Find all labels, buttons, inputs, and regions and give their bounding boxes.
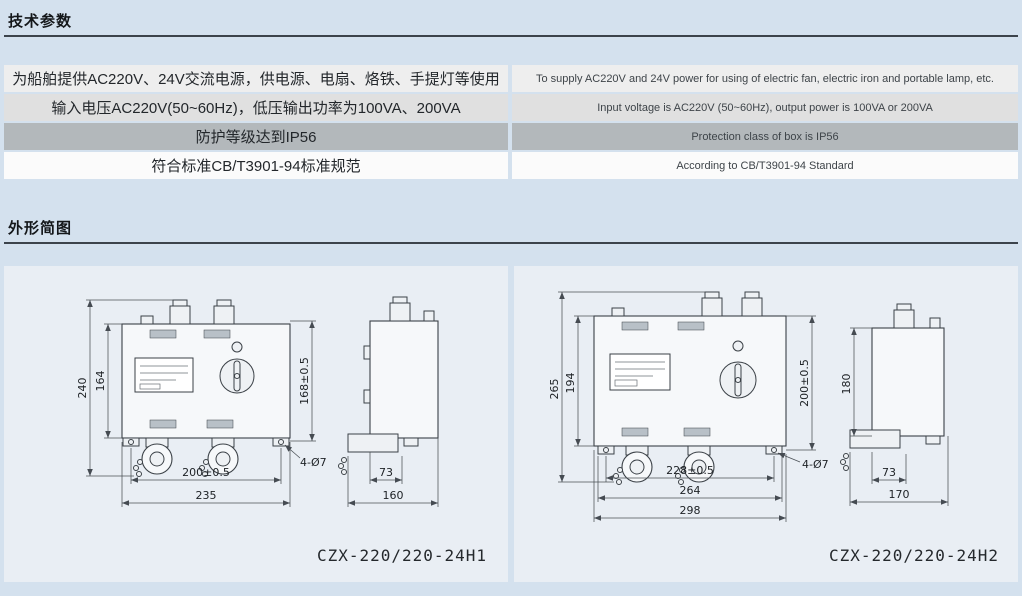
h1-dim-height-right: 168±0.5 — [298, 357, 311, 405]
h1-dim-depth-overall: 160 — [383, 489, 404, 502]
drawing-panel-h1: 240 164 168±0.5 200±0.5 — [4, 266, 508, 582]
h1-dim-width-overall: 235 — [196, 489, 217, 502]
drawing-panels: 240 164 168±0.5 200±0.5 — [4, 266, 1018, 582]
outline-drawing-h2: 265 194 200±0.5 180 — [548, 291, 999, 565]
param-cn-2: 输入电压AC220V(50~60Hz)，低压输出功率为100VA、200VA — [4, 94, 508, 121]
h1-dim-height-inner: 164 — [94, 371, 107, 392]
h1-front-view — [121, 299, 291, 477]
selector-switch-icon — [219, 341, 255, 394]
param-en-3: Protection class of box is IP56 — [512, 123, 1018, 150]
h1-dim-height-outer: 240 — [76, 378, 89, 399]
tech-params-table: 为船舶提供AC220V、24V交流电源，供电源、电扇、烙铁、手提灯等使用 To … — [4, 65, 1018, 179]
h2-dim-height-right: 200±0.5 — [798, 359, 811, 407]
cable-gland-icon — [701, 291, 763, 317]
h2-dim-depth-holes: 73 — [882, 466, 896, 479]
h1-model-label: CZX-220/220-24H1 — [317, 546, 487, 565]
h2-dim-width-holes: 228±0.5 — [666, 464, 714, 477]
outline-drawing-h1: 240 164 168±0.5 200±0.5 — [76, 296, 487, 565]
param-cn-4: 符合标准CB/T3901-94标准规范 — [4, 152, 508, 179]
h2-dim-width-mid: 264 — [680, 484, 701, 497]
outline-section: 外形简图 — [4, 215, 1018, 582]
table-row: 符合标准CB/T3901-94标准规范 According to CB/T390… — [4, 152, 1018, 179]
selector-switch-icon — [719, 340, 757, 399]
h2-side-view — [840, 303, 945, 471]
h1-dim-width-holes: 200±0.5 — [182, 466, 230, 479]
param-en-4: According to CB/T3901-94 Standard — [512, 152, 1018, 179]
param-cn-3: 防护等级达到IP56 — [4, 123, 508, 150]
table-row: 防护等级达到IP56 Protection class of box is IP… — [4, 123, 1018, 150]
h1-side-view — [338, 296, 439, 475]
socket-outlet-icon — [133, 437, 239, 477]
tech-params-rule — [4, 35, 1018, 37]
cable-gland-icon — [169, 299, 235, 325]
h2-dim-holes: 4-Ø7 — [802, 458, 829, 471]
socket-outlet-icon — [613, 445, 715, 485]
param-en-2: Input voltage is AC220V (50~60Hz), outpu… — [512, 94, 1018, 121]
h2-front-view — [593, 291, 787, 485]
h2-dimensions: 265 194 200±0.5 180 — [548, 291, 949, 522]
h2-dim-depth-overall: 170 — [889, 488, 910, 501]
table-row: 为船舶提供AC220V、24V交流电源，供电源、电扇、烙铁、手提灯等使用 To … — [4, 65, 1018, 92]
outline-rule — [4, 242, 1018, 244]
h2-dim-width-overall: 298 — [680, 504, 701, 517]
h1-dim-depth-holes: 73 — [379, 466, 393, 479]
h1-dimensions: 240 164 168±0.5 200±0.5 — [76, 299, 439, 507]
outline-title: 外形简图 — [8, 220, 73, 237]
param-en-1: To supply AC220V and 24V power for using… — [512, 65, 1018, 92]
param-cn-1: 为船舶提供AC220V、24V交流电源，供电源、电扇、烙铁、手提灯等使用 — [4, 65, 508, 92]
nameplate — [609, 353, 671, 391]
h2-dim-height-outer: 265 — [548, 379, 561, 400]
h2-dim-height-inner: 194 — [564, 373, 577, 394]
table-row: 输入电压AC220V(50~60Hz)，低压输出功率为100VA、200VA I… — [4, 94, 1018, 121]
nameplate — [134, 357, 194, 393]
h2-dim-side-height: 180 — [840, 374, 853, 395]
drawing-panel-h2: 265 194 200±0.5 180 — [514, 266, 1018, 582]
tech-params-title: 技术参数 — [8, 13, 73, 30]
h2-model-label: CZX-220/220-24H2 — [829, 546, 999, 565]
tech-params-section: 技术参数 为船舶提供AC220V、24V交流电源，供电源、电扇、烙铁、手提灯等使… — [4, 8, 1018, 179]
h1-dim-holes: 4-Ø7 — [300, 456, 327, 469]
